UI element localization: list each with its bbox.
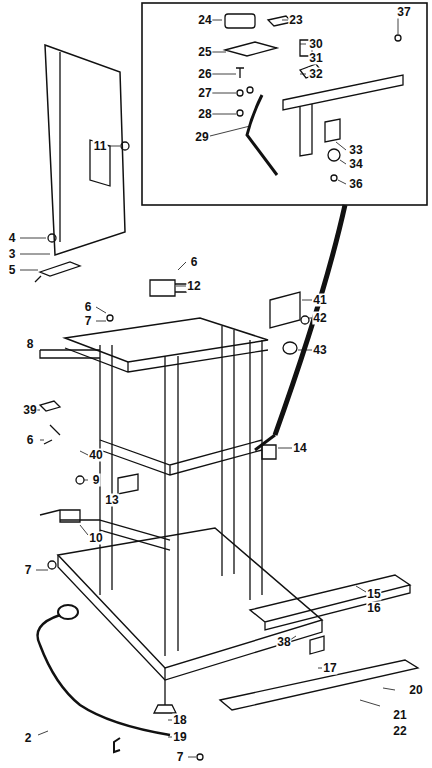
callout-number: 7 (84, 315, 93, 328)
callout-number: 7 (176, 751, 185, 764)
callout-number: 40 (88, 449, 103, 462)
callout-number: 9 (92, 474, 101, 487)
callout-number: 5 (8, 264, 17, 277)
callout-number: 41 (312, 294, 327, 307)
callout-number: 22 (392, 725, 407, 738)
callout-number: 38 (276, 636, 291, 649)
callout-number: 6 (84, 301, 93, 314)
callout-number: 33 (348, 144, 363, 157)
callout-number: 27 (197, 87, 212, 100)
callout-number: 39 (22, 404, 37, 417)
callout-number: 30 (308, 38, 323, 51)
callout-number: 6 (190, 256, 199, 269)
callout-number: 34 (348, 158, 363, 171)
callout-number: 32 (308, 68, 323, 81)
callout-number: 8 (26, 338, 35, 351)
callout-number: 25 (197, 46, 212, 59)
callout-number: 7 (24, 564, 33, 577)
callout-number: 13 (104, 494, 119, 507)
callout-number: 11 (93, 140, 108, 153)
callout-number: 19 (172, 731, 187, 744)
callout-number: 42 (312, 312, 327, 325)
callout-number: 18 (172, 714, 187, 727)
callout-number: 28 (197, 108, 212, 121)
callout-number: 2 (24, 732, 33, 745)
callout-number: 14 (292, 442, 307, 455)
callout-number: 37 (396, 6, 411, 19)
callout-number: 6 (26, 434, 35, 447)
callout-number: 29 (194, 131, 209, 144)
callout-number: 20 (408, 684, 423, 697)
callout-number: 26 (197, 68, 212, 81)
callout-number: 10 (88, 532, 103, 545)
callout-number: 16 (366, 602, 381, 615)
callout-number: 36 (348, 178, 363, 191)
callout-number: 43 (312, 344, 327, 357)
callout-number: 3 (8, 248, 17, 261)
callout-number: 23 (288, 14, 303, 27)
callout-number: 24 (197, 14, 212, 27)
callout-number: 15 (366, 588, 381, 601)
callout-number: 12 (186, 280, 201, 293)
callout-number: 31 (308, 52, 323, 65)
callout-number: 17 (322, 662, 337, 675)
callout-number: 4 (8, 232, 17, 245)
callout-number: 21 (392, 709, 407, 722)
